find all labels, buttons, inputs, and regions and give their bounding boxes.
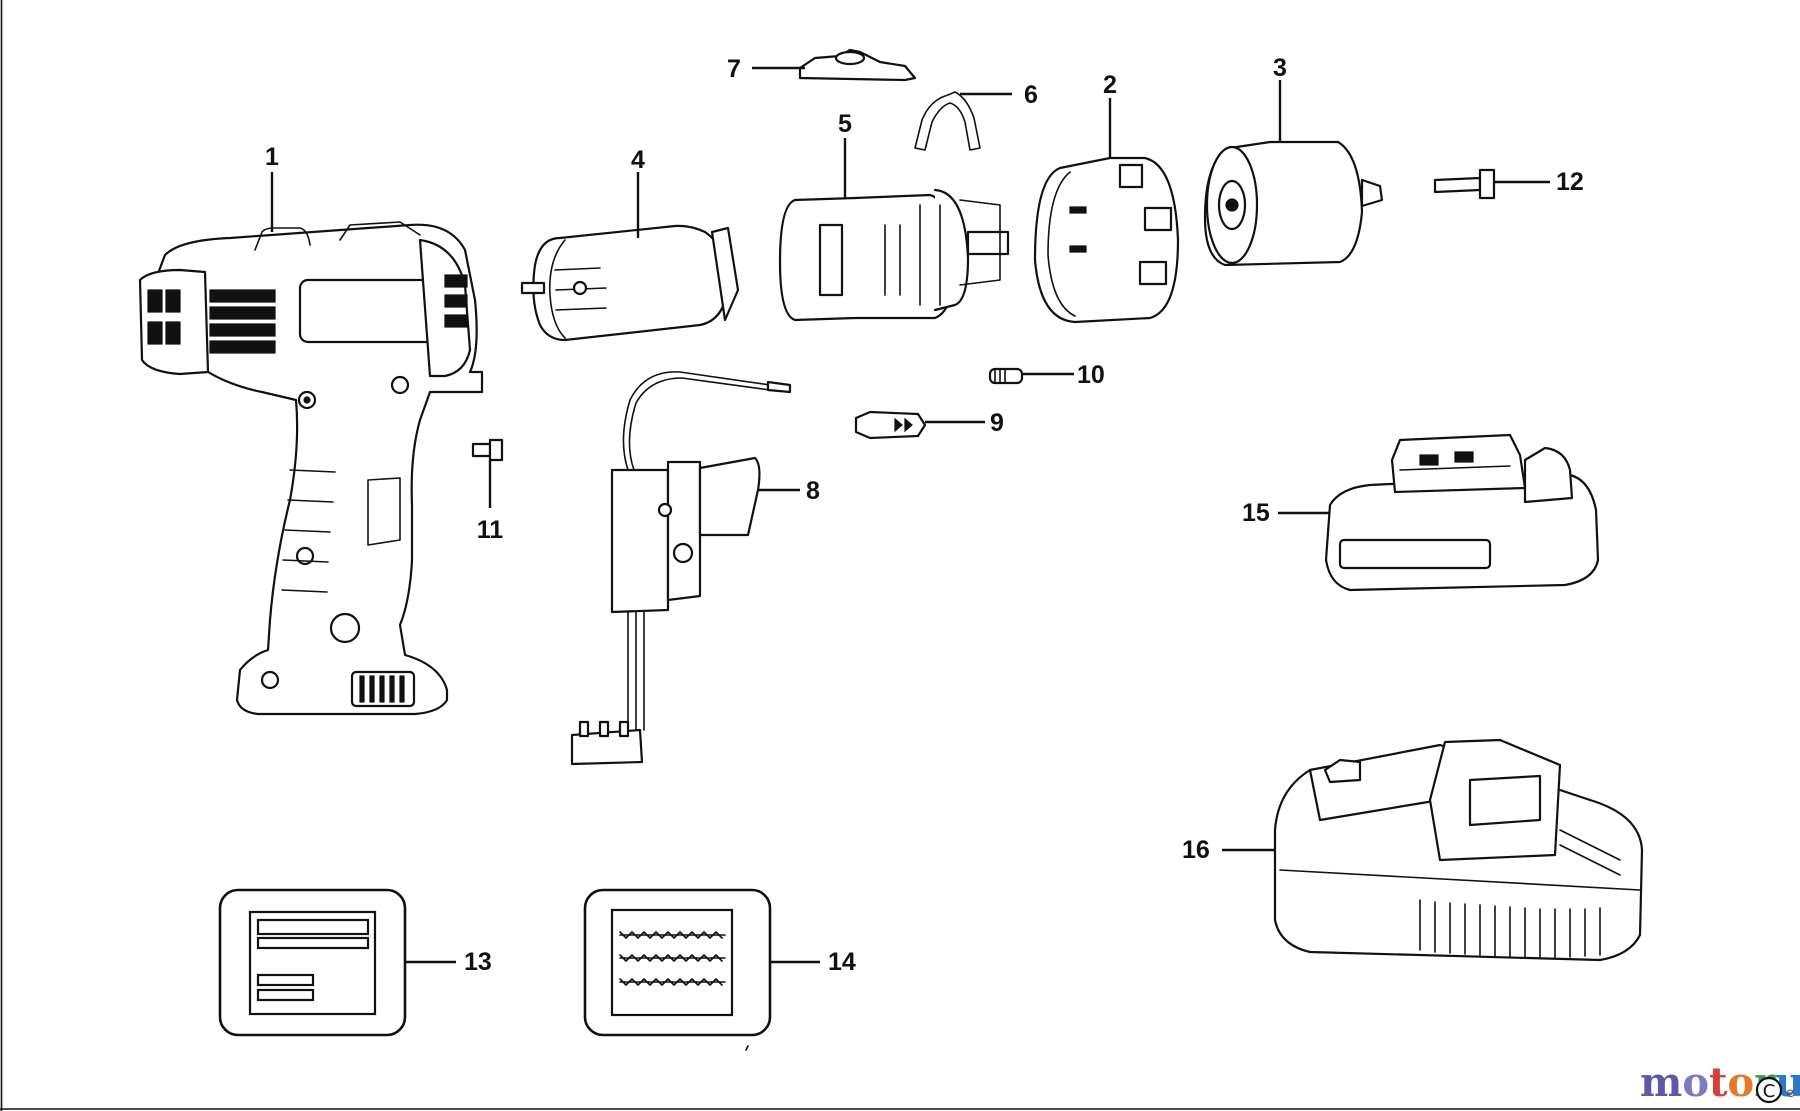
callout-1: 1 [265, 143, 279, 171]
callout-4: 4 [631, 146, 645, 174]
callout-5: 5 [838, 110, 852, 138]
callout-12: 12 [1556, 168, 1584, 196]
part-9-slider [854, 410, 927, 440]
part-1-housing [138, 221, 484, 716]
callout-13: 13 [464, 948, 492, 976]
watermark-text: motoruf [1640, 1059, 1800, 1106]
copyright-icon [1755, 1076, 1783, 1104]
part-15-battery [1324, 433, 1600, 592]
callout-16: 16 [1182, 836, 1210, 864]
part-16-charger [1273, 738, 1644, 962]
copyright-letter: C [1763, 1081, 1776, 1102]
callout-numbers: 1 2 3 4 5 6 7 8 9 10 11 12 13 14 15 16 [265, 54, 1584, 976]
callout-2: 2 [1103, 71, 1117, 99]
part-4-motor [520, 224, 740, 342]
part-8-switch [570, 371, 792, 766]
callout-8: 8 [806, 477, 820, 505]
watermark-logo: motoruf C e [1640, 1059, 1800, 1106]
part-13-label [218, 888, 407, 1037]
wm-letter-0: m [1640, 1059, 1682, 1106]
stray-mark [745, 1045, 749, 1051]
callout-11: 11 [477, 516, 504, 544]
callout-3: 3 [1273, 54, 1287, 82]
wm-letter-2: t [1709, 1059, 1728, 1106]
part-2-ring [1033, 156, 1180, 324]
wm-letter-3: o [1728, 1059, 1755, 1106]
leader-lines [270, 66, 1550, 964]
callout-10: 10 [1077, 361, 1105, 389]
part-3-chuck [1203, 140, 1384, 267]
part-7-plate [798, 48, 917, 82]
part-10-spring [988, 367, 1024, 385]
wm-letter-1: o [1682, 1059, 1709, 1106]
part-14-label [583, 888, 772, 1037]
part-11-screw [471, 438, 504, 462]
callout-9: 9 [990, 409, 1004, 437]
part-6-clip [914, 91, 981, 151]
callout-7: 7 [727, 55, 741, 83]
callout-6: 6 [1024, 81, 1038, 109]
part-5-gearbox [778, 188, 1010, 322]
watermark-suffix: e [1786, 1086, 1794, 1101]
part-12-screw [1433, 168, 1496, 200]
callout-14: 14 [828, 948, 856, 976]
callout-15: 15 [1242, 499, 1270, 527]
